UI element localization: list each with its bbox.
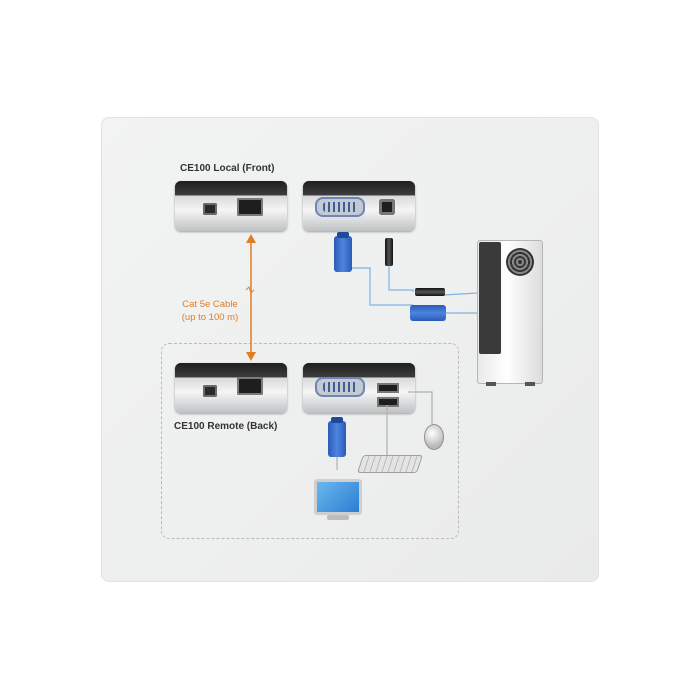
- vga-cable-connector-icon: [328, 417, 346, 457]
- remote-unit-label: CE100 Remote (Back): [174, 421, 278, 432]
- cable-break-icon: [245, 286, 255, 294]
- remote-unit-front: [175, 363, 287, 413]
- local-unit-front: [175, 181, 287, 231]
- fan-icon: [506, 248, 534, 276]
- cable-arrow-down-icon: [246, 352, 256, 361]
- usb-a-port-icon: [377, 383, 399, 393]
- local-unit-back: [303, 181, 415, 231]
- mouse-icon: [424, 424, 444, 450]
- keyboard-icon: [357, 455, 423, 473]
- remote-side-boundary: [161, 343, 459, 539]
- monitor-icon: [314, 479, 362, 515]
- pc-foot: [525, 382, 535, 386]
- usb-cable-connector-icon: [415, 288, 445, 296]
- monitor-stand: [327, 515, 349, 520]
- rj45-port-icon: [237, 198, 263, 216]
- usb-cable-connector-icon: [385, 238, 393, 266]
- usb-b-port-icon: [379, 199, 395, 215]
- local-unit-label: CE100 Local (Front): [180, 163, 275, 174]
- vga-port-icon: [315, 197, 365, 217]
- power-jack-icon: [203, 203, 217, 215]
- vga-cable-connector-icon: [334, 232, 352, 272]
- cable-arrow-up-icon: [246, 234, 256, 243]
- usb-a-port-icon: [377, 397, 399, 407]
- vga-port-icon: [315, 377, 365, 397]
- vga-cable-connector-icon: [410, 305, 446, 321]
- pc-rear-panel: [479, 242, 501, 354]
- remote-unit-back: [303, 363, 415, 413]
- rj45-port-icon: [237, 377, 263, 395]
- cable-label: Cat 5e Cable (up to 100 m): [181, 299, 239, 323]
- power-jack-icon: [203, 385, 217, 397]
- pc-foot: [486, 382, 496, 386]
